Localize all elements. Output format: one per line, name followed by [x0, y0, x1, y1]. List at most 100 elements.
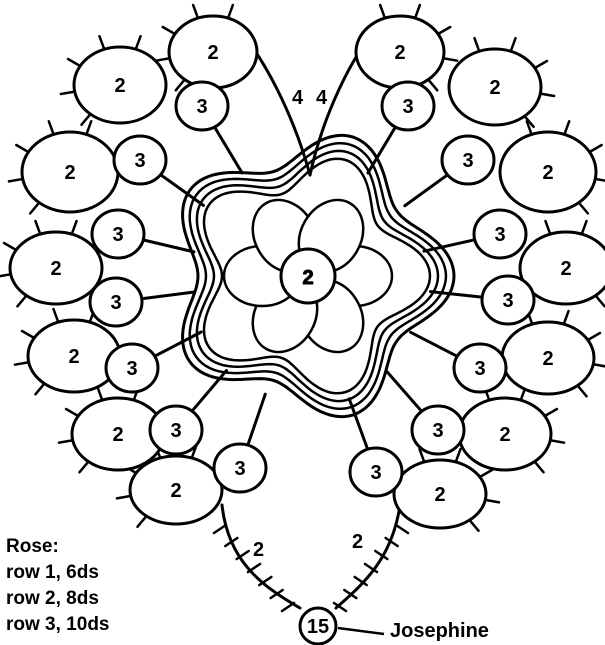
chain-oval-label: 2 — [207, 42, 218, 64]
picot — [545, 221, 550, 234]
picot — [49, 121, 54, 134]
picot — [474, 38, 479, 51]
picot — [564, 311, 569, 324]
picot — [4, 243, 16, 250]
chain-oval: 2 — [28, 320, 120, 392]
spoke-line — [160, 174, 204, 205]
small-ring-label: 3 — [402, 96, 413, 118]
picot — [511, 38, 516, 51]
small-ring: 3 — [106, 344, 158, 392]
picot — [428, 80, 437, 91]
small-ring: 3 — [114, 136, 166, 184]
small-ring-label: 3 — [196, 96, 207, 118]
picot — [582, 221, 587, 234]
picot — [485, 500, 499, 502]
chain-oval: 2 — [394, 460, 486, 528]
picot — [53, 309, 58, 322]
small-ring-label: 3 — [462, 150, 473, 172]
chain-oval: 2 — [74, 47, 166, 123]
picot — [86, 121, 91, 134]
picot — [550, 440, 564, 442]
picot — [535, 61, 547, 68]
picot — [79, 462, 88, 473]
spoke-line — [405, 174, 449, 206]
picot — [35, 221, 40, 234]
legend-row-3: row 3, 10ds — [6, 612, 110, 638]
chain-oval: 2 — [130, 456, 222, 524]
small-ring-label: 3 — [112, 224, 123, 246]
picot — [136, 36, 141, 49]
rose-center-ring: 2 — [281, 249, 335, 303]
small-ring-label: 3 — [134, 150, 145, 172]
picot — [72, 221, 77, 234]
small-ring: 3 — [214, 444, 266, 492]
picot — [9, 179, 23, 181]
spoke-line — [248, 394, 265, 445]
small-ring-label: 3 — [370, 462, 381, 484]
chain-oval-label: 2 — [64, 162, 75, 184]
picot — [61, 92, 75, 94]
picot — [578, 386, 587, 397]
chain-oval: 2 — [500, 132, 596, 212]
picot — [456, 449, 461, 462]
chain-oval-label: 2 — [50, 258, 61, 280]
bottom-chain-right-label: 2 — [352, 531, 363, 553]
picot — [540, 94, 554, 96]
small-ring: 3 — [482, 276, 534, 324]
small-ring: 3 — [412, 406, 464, 454]
chain-oval-label: 2 — [170, 480, 181, 502]
picot — [97, 387, 102, 400]
picot — [545, 409, 557, 416]
legend-title: Rose: — [6, 534, 110, 560]
chain-oval-label: 2 — [489, 77, 500, 99]
picot — [81, 114, 90, 125]
small-ring: 3 — [454, 344, 506, 392]
bottom-ring-label: 15 — [307, 616, 329, 638]
small-ring-label: 3 — [502, 290, 513, 312]
picot — [590, 145, 602, 152]
bottom-chain-right — [336, 505, 400, 608]
small-ring-label: 3 — [474, 358, 485, 380]
small-ring: 3 — [474, 210, 526, 258]
picot — [380, 5, 385, 18]
picot — [443, 58, 457, 60]
picot — [596, 296, 605, 307]
picot — [193, 5, 198, 18]
legend-row-1: row 1, 6ds — [6, 560, 110, 586]
picot — [470, 520, 479, 531]
chain-oval: 2 — [22, 132, 118, 212]
rose-center-label: 2 — [302, 267, 313, 289]
picot — [35, 384, 44, 395]
top-left-chain-label: 4 — [292, 87, 304, 109]
chain-oval: 2 — [169, 16, 257, 88]
picot — [15, 362, 29, 364]
chain-oval: 2 — [502, 322, 594, 394]
author-pointer-line — [338, 628, 384, 634]
picot — [480, 470, 492, 477]
picot — [0, 274, 11, 276]
picot — [156, 58, 170, 60]
chain-oval: 2 — [10, 232, 102, 304]
spoke-line — [214, 127, 242, 173]
picot — [535, 462, 544, 473]
picot — [163, 27, 175, 34]
chain-oval-label: 2 — [394, 42, 405, 64]
spoke-line — [140, 292, 194, 299]
picot — [415, 5, 420, 18]
picot — [16, 145, 28, 152]
picot — [564, 121, 569, 134]
picot — [137, 516, 146, 527]
picot — [30, 203, 39, 214]
picot — [282, 603, 294, 611]
small-ring: 3 — [92, 210, 144, 258]
small-ring: 3 — [350, 448, 402, 496]
picot — [99, 36, 104, 49]
small-ring-label: 3 — [126, 358, 137, 380]
small-ring: 3 — [176, 82, 228, 130]
chain-oval-label: 2 — [114, 75, 125, 97]
chain-oval-label: 2 — [112, 424, 123, 446]
picot — [17, 296, 26, 307]
small-ring-label: 3 — [234, 458, 245, 480]
legend-row-2: row 2, 8ds — [6, 586, 110, 612]
picot — [22, 331, 34, 338]
